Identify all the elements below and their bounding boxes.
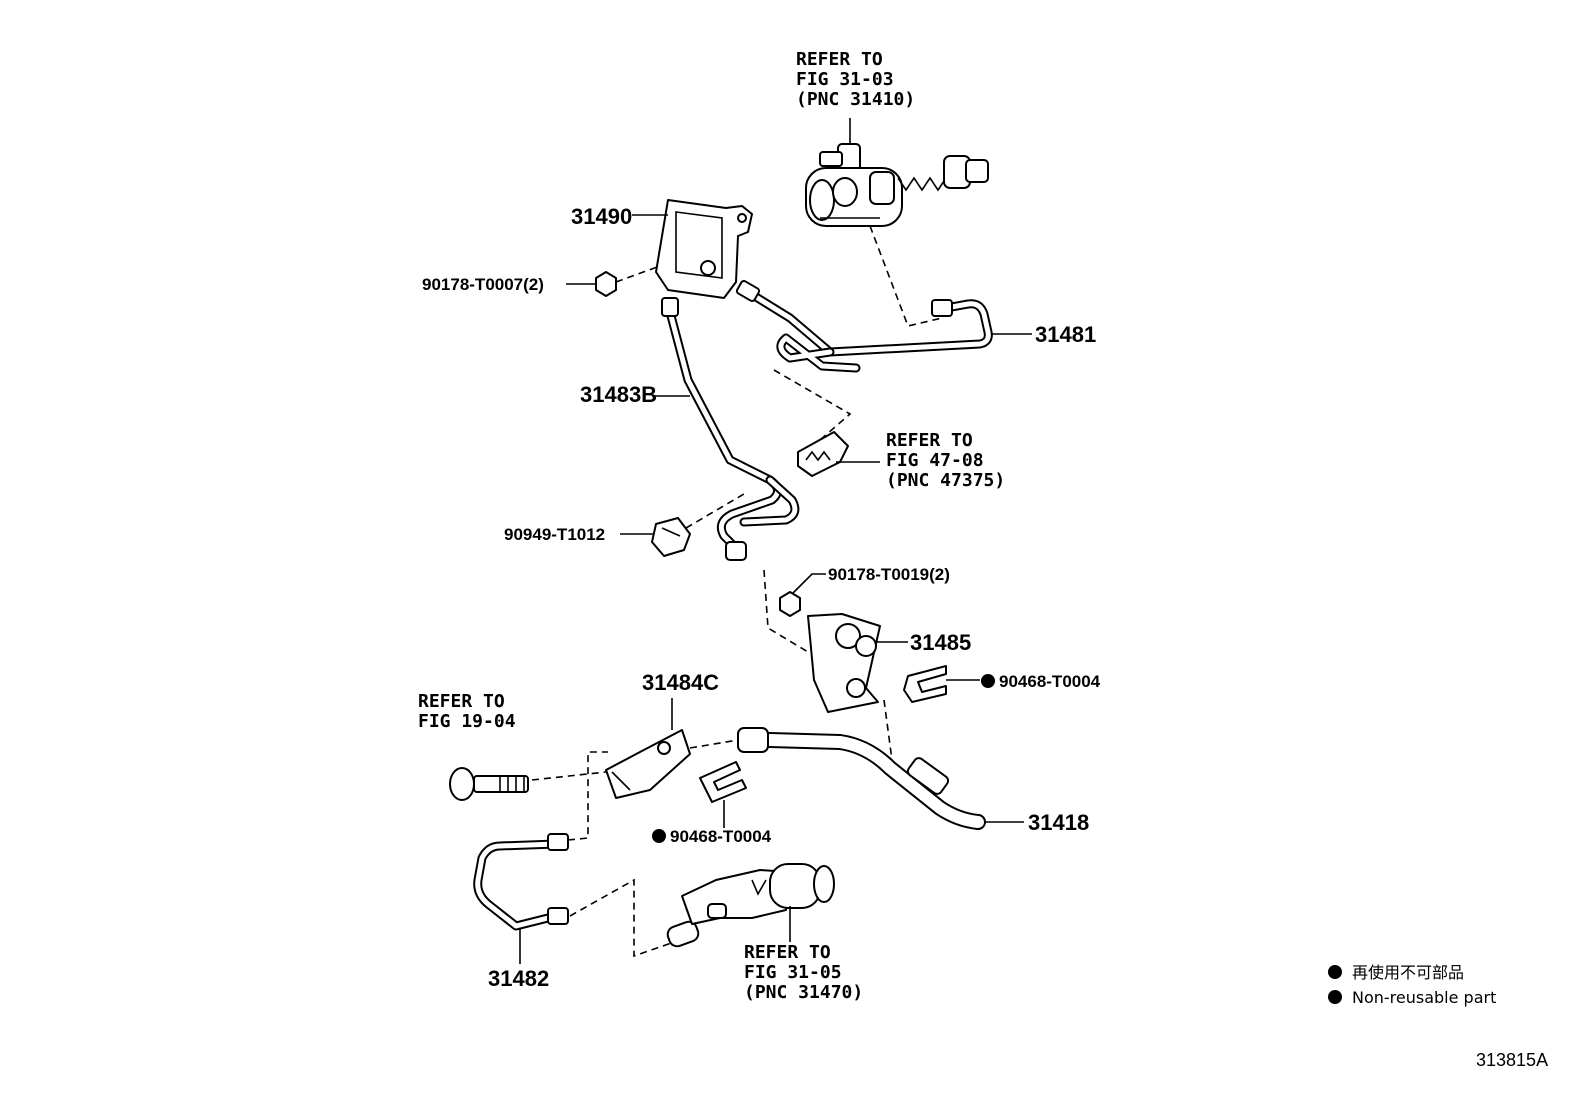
nut-90178-T0007 <box>595 271 617 297</box>
ref-line: REFER TO <box>418 691 505 712</box>
non-reusable-dot <box>652 829 666 843</box>
legend-jp: 再使用不可部品 <box>1352 963 1464 982</box>
tube-31481 <box>735 280 993 373</box>
tube-31483B <box>661 297 800 561</box>
part-number-90468-T0004-lower: 90468-T0004 <box>670 827 772 846</box>
part-number-90468-T0004-upper: 90468-T0004 <box>999 672 1101 691</box>
clip-90468-T0004-upper <box>903 665 947 703</box>
part-number-90178-T0019: 90178-T0019(2) <box>828 565 950 584</box>
tube-31482 <box>473 833 569 931</box>
legend-en: Non-reusable part <box>1352 988 1496 1007</box>
part-number-31485: 31485 <box>910 630 971 655</box>
non-reusable-dot <box>981 674 995 688</box>
part-number-31490: 31490 <box>571 204 632 229</box>
part-number-31481: 31481 <box>1035 322 1096 347</box>
clip-90468-T0004-lower <box>699 761 747 803</box>
legend: 再使用不可部品 Non-reusable part <box>1328 963 1496 1007</box>
clutch-master-cylinder <box>805 118 989 227</box>
release-cylinder-fig-31-05 <box>666 863 835 948</box>
bracket-31485 <box>807 613 881 713</box>
bracket-31484C <box>605 729 691 799</box>
ref-line: FIG 31-05 <box>744 962 842 983</box>
hose-31418 <box>737 727 986 830</box>
bracket-31490 <box>655 199 753 299</box>
clamp-fig-47-08 <box>797 431 849 477</box>
part-number-31483B: 31483B <box>580 382 657 407</box>
legend-dot <box>1328 990 1342 1004</box>
part-number-90178-T0007: 90178-T0007(2) <box>422 275 544 294</box>
ref-label-fig-19-04: REFER TO FIG 19-04 <box>418 691 516 732</box>
part-number-90949-T1012: 90949-T1012 <box>504 525 605 544</box>
ref-line: (PNC 31410) <box>796 89 915 110</box>
ref-label-fig-31-05: REFER TO FIG 31-05 (PNC 31470) <box>744 942 863 1003</box>
ref-line: REFER TO <box>886 430 973 451</box>
part-number-31484C: 31484C <box>642 670 719 695</box>
ref-line: (PNC 47375) <box>886 470 1005 491</box>
part-number-31482: 31482 <box>488 966 549 991</box>
part-number-31418: 31418 <box>1028 810 1089 835</box>
illustration-code: 313815A <box>1476 1050 1548 1070</box>
nut-90178-T0019 <box>779 591 801 617</box>
bolt-fig-19-04 <box>449 767 529 801</box>
ref-line: FIG 19-04 <box>418 711 516 732</box>
ref-label-fig-47-08: REFER TO FIG 47-08 (PNC 47375) <box>886 430 1005 491</box>
ref-line: FIG 47-08 <box>886 450 984 471</box>
ref-line: (PNC 31470) <box>744 982 863 1003</box>
ref-line: REFER TO <box>796 49 883 70</box>
legend-dot <box>1328 965 1342 979</box>
clip-90949-T1012 <box>651 517 691 557</box>
ref-line: REFER TO <box>744 942 831 963</box>
ref-line: FIG 31-03 <box>796 69 894 90</box>
ref-label-fig-31-03: REFER TO FIG 31-03 (PNC 31410) <box>796 49 915 110</box>
